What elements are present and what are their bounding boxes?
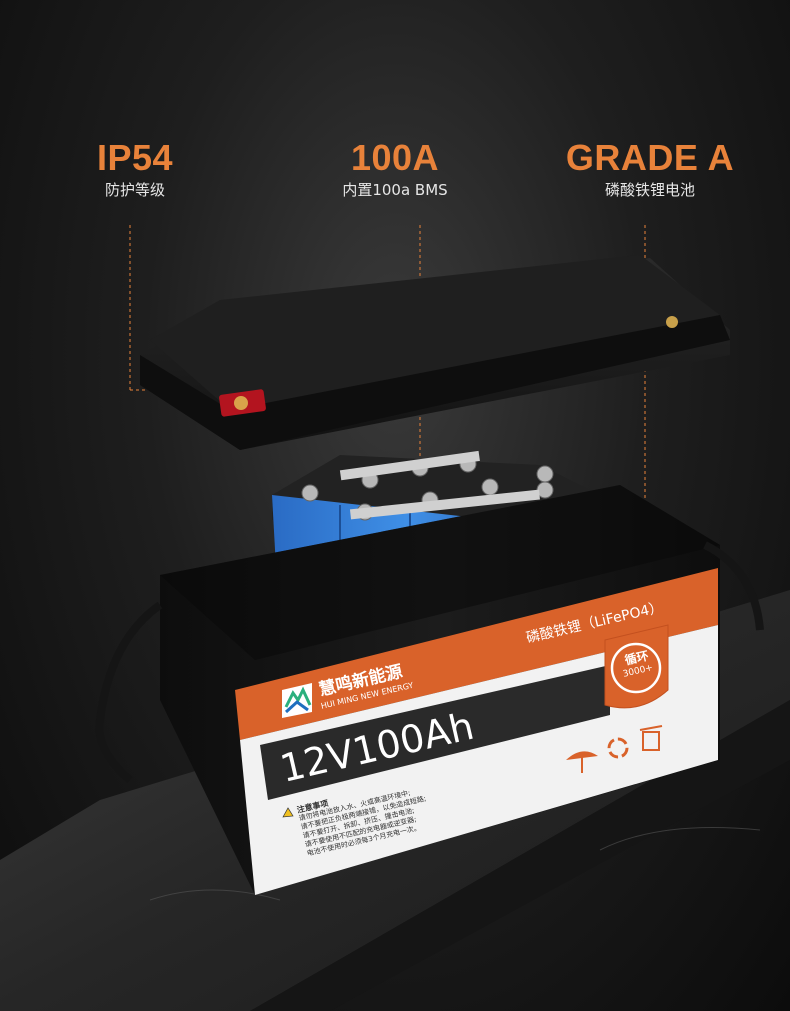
feature-title: 100A: [350, 137, 440, 178]
warning-icon: [282, 807, 294, 818]
feature-grade: GRADE A 磷酸铁锂电池: [555, 138, 745, 200]
trash-bin-icon: [639, 725, 663, 751]
brand-logo: [282, 683, 312, 718]
feature-title: IP54: [96, 137, 174, 178]
label-orange-band: [235, 568, 718, 740]
umbrella-icon: [566, 751, 598, 773]
feature-subtitle: 磷酸铁锂电池: [604, 181, 695, 199]
feature-title: GRADE A: [565, 137, 735, 178]
feature-ip54: IP54 防护等级: [70, 138, 200, 200]
feature-subtitle: 防护等级: [104, 181, 165, 199]
feature-subtitle: 内置100a BMS: [342, 181, 448, 199]
feature-bms: 100A 内置100a BMS: [320, 138, 470, 200]
cycle-badge: [604, 624, 669, 709]
recycle-icon: [607, 737, 629, 759]
